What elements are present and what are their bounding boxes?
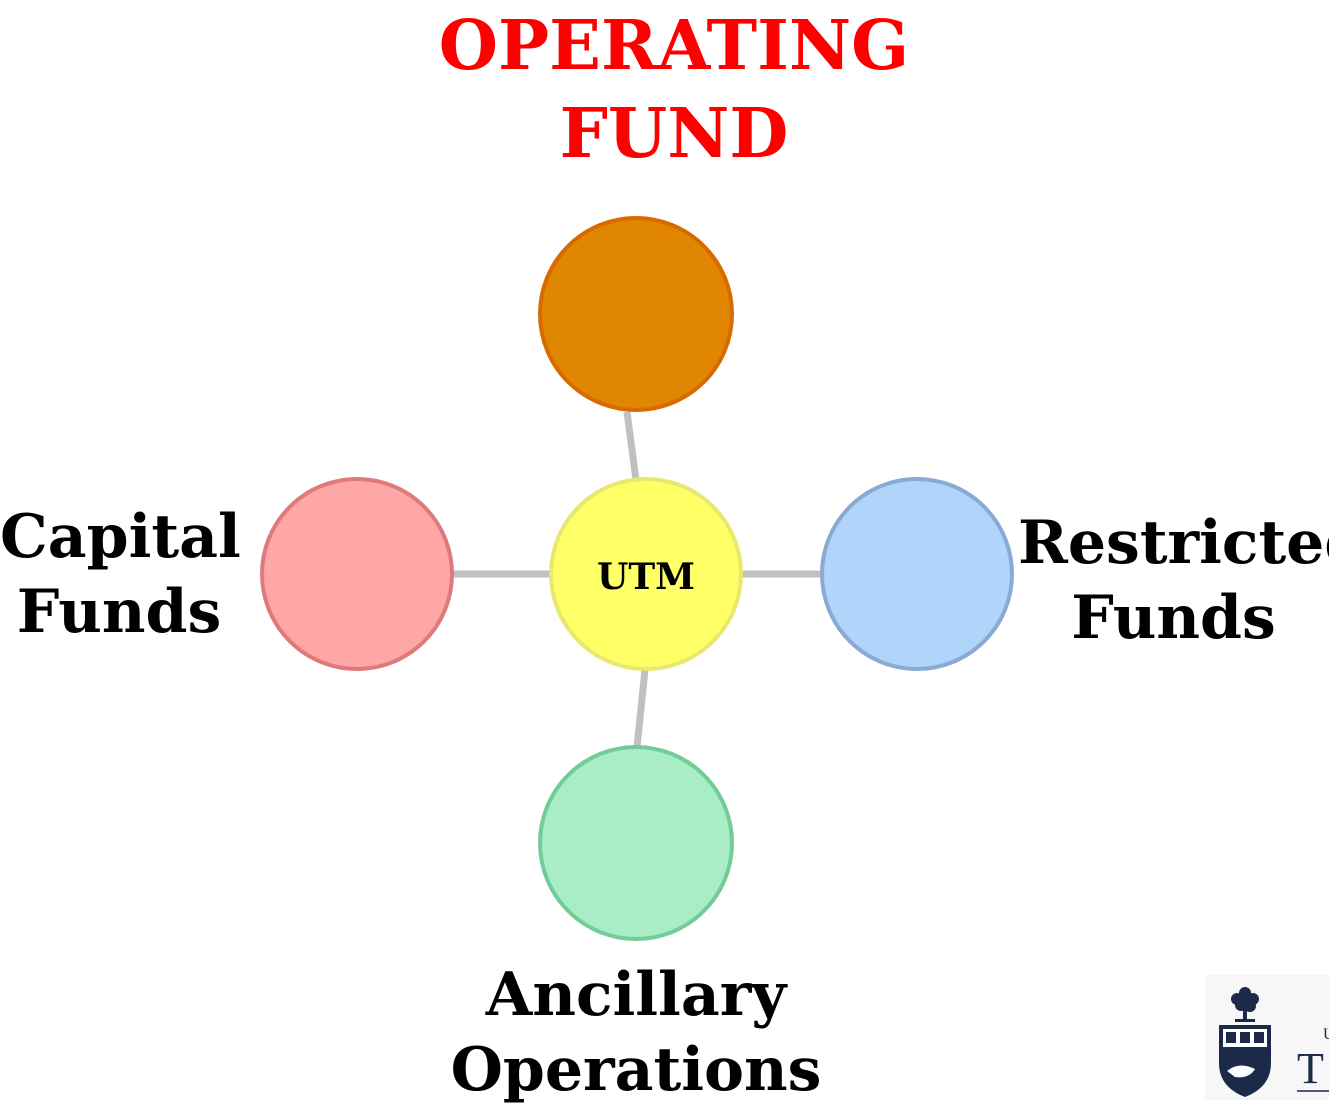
capital-funds-node <box>260 477 454 671</box>
operating-fund-node <box>538 216 734 412</box>
logo-text-fragment-2: T <box>1297 1044 1324 1093</box>
title-line-2: FUND <box>559 94 789 175</box>
capital-funds-label-line-2: Funds <box>16 577 222 647</box>
ancillary-operations-label-line-2: Operations <box>450 1035 822 1105</box>
restricted-funds-label: Restricted Funds <box>1018 506 1329 656</box>
restricted-funds-label-line-2: Funds <box>1071 583 1276 653</box>
logo-text-fragment-1: U <box>1323 1026 1329 1043</box>
connector-bottom <box>633 669 649 748</box>
capital-funds-label-line-1: Capital <box>0 502 241 572</box>
ancillary-operations-label-line-1: Ancillary <box>485 960 787 1030</box>
restricted-funds-node <box>820 477 1014 671</box>
university-crest-logo: U T <box>1205 975 1329 1100</box>
connector-top <box>623 411 640 481</box>
utm-hub-node <box>549 477 743 671</box>
title-line-1: OPERATING <box>438 6 910 86</box>
ancillary-operations-label: Ancillary Operations <box>436 958 836 1108</box>
hub-label: UTM <box>597 556 695 598</box>
restricted-funds-label-line-1: Restricted <box>1018 508 1329 578</box>
diagram-title: OPERATING FUND <box>364 2 984 179</box>
capital-funds-label: Capital Funds <box>0 500 241 650</box>
ancillary-operations-node <box>538 745 734 941</box>
crest-icon: U T <box>1205 975 1329 1100</box>
